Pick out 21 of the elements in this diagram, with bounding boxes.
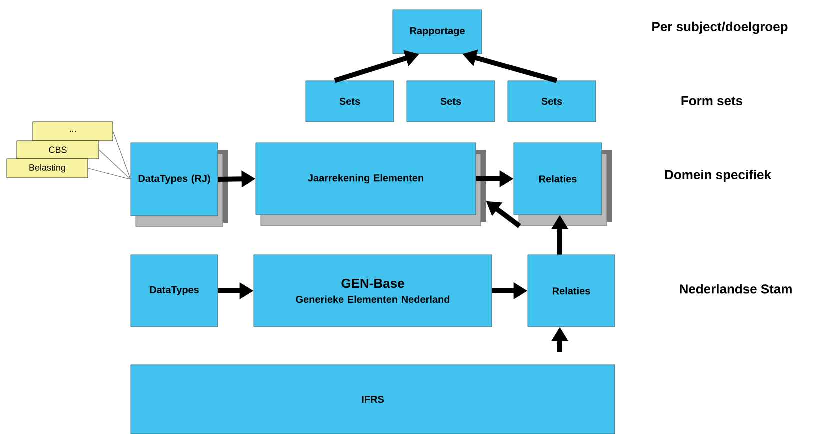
leader-line xyxy=(112,131,132,180)
note-box: CBS xyxy=(16,140,100,160)
process-box: Jaarrekening Elementen xyxy=(256,142,486,226)
process-box: Sets xyxy=(306,80,394,122)
process-box: DataTypes (RJ) xyxy=(130,142,228,228)
process-box: DataTypes xyxy=(130,254,218,328)
leader-line xyxy=(88,168,132,180)
level-label: Domein specifiek xyxy=(665,170,772,182)
level-label: Nederlandse Stam xyxy=(680,284,792,294)
process-box: Rapportage xyxy=(392,10,482,54)
note-box: Belasting xyxy=(6,158,88,178)
process-box: Sets xyxy=(406,80,496,122)
note-box: ... xyxy=(32,122,114,142)
process-box: GEN-Base Generieke Elementen Nederland xyxy=(254,254,492,328)
process-box: Sets xyxy=(508,80,596,122)
leader-line xyxy=(98,150,132,180)
process-box: IFRS xyxy=(130,364,616,434)
level-label: Form sets xyxy=(682,96,743,106)
process-box: Relaties xyxy=(514,142,612,226)
process-box: Relaties xyxy=(528,254,616,328)
level-label: Per subject/doelgroep xyxy=(652,22,788,34)
